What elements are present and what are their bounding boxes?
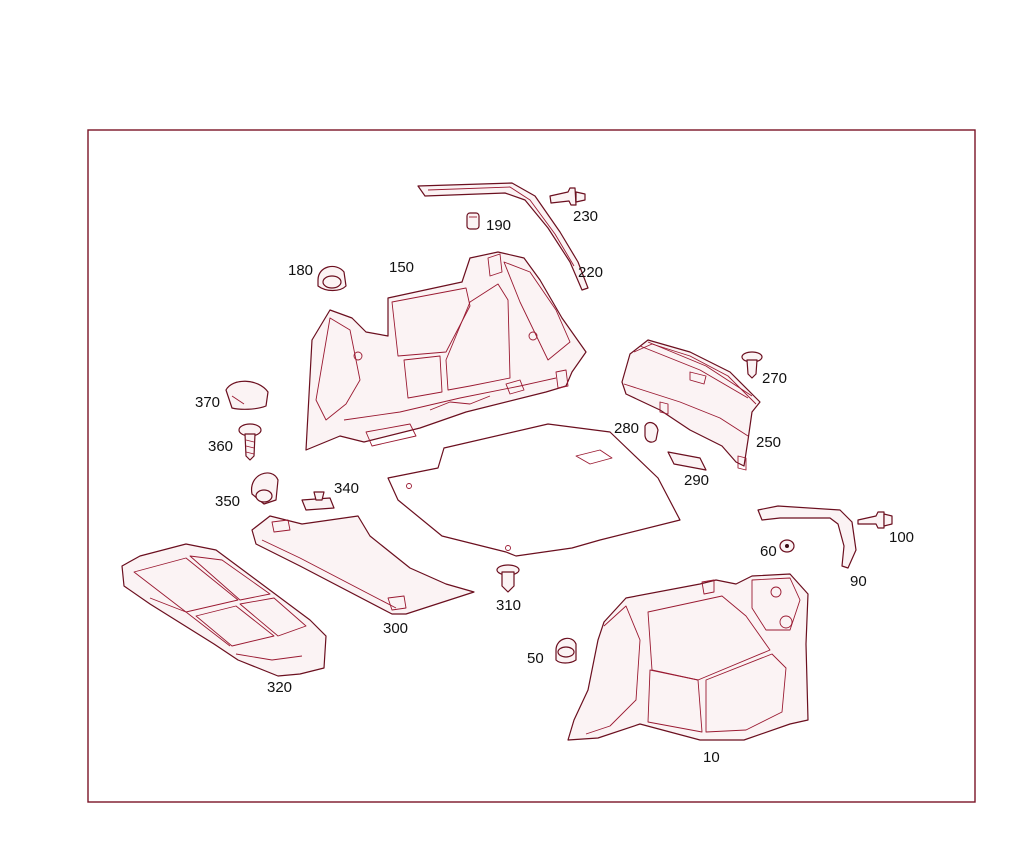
- part-320-storage-tray: [121, 543, 327, 677]
- callout-290: 290: [684, 472, 709, 489]
- diagram-frame: [87, 129, 976, 803]
- callout-60: 60: [760, 543, 777, 560]
- part-10-right-side-trim: [567, 573, 809, 741]
- part-180-rivet: [317, 265, 347, 292]
- callout-300: 300: [383, 620, 408, 637]
- part-370-cover-cap: [225, 380, 269, 410]
- callout-labels: 10 50 60 90 100 150 180 190 220 230 250 …: [195, 208, 914, 766]
- part-60-clip: [779, 539, 795, 553]
- part-360-screw: [238, 423, 262, 461]
- callout-320: 320: [267, 679, 292, 696]
- part-280-clip: [644, 421, 659, 443]
- callout-100: 100: [889, 529, 914, 546]
- callout-190: 190: [486, 217, 511, 234]
- part-340-push-clip: [301, 491, 335, 511]
- callout-270: 270: [762, 370, 787, 387]
- part-150-left-side-trim: [305, 251, 587, 451]
- part-290-pad: [667, 451, 707, 471]
- part-350-tie-down-loop: [251, 472, 279, 505]
- part-270-push-rivet: [741, 351, 763, 379]
- callout-90: 90: [850, 573, 867, 590]
- part-310-push-rivet: [496, 564, 520, 593]
- part-250-rear-trim-cover: [621, 339, 761, 471]
- part-300-threshold-trim: [251, 515, 475, 615]
- callout-370: 370: [195, 394, 220, 411]
- callout-220: 220: [578, 264, 603, 281]
- callout-350: 350: [215, 493, 240, 510]
- callout-250: 250: [756, 434, 781, 451]
- callout-340: 340: [334, 480, 359, 497]
- callout-10: 10: [703, 749, 720, 766]
- callout-280: 280: [614, 420, 639, 437]
- callout-310: 310: [496, 597, 521, 614]
- callout-230: 230: [573, 208, 598, 225]
- part-90-side-strip: [757, 505, 857, 569]
- part-220-trim-strip: [417, 182, 589, 291]
- part-50-rivet: [555, 637, 577, 664]
- part-100-push-pin: [857, 511, 893, 529]
- part-230-push-pin: [549, 187, 586, 206]
- part-floor-mat: [387, 423, 681, 557]
- callout-50: 50: [527, 650, 544, 667]
- callout-360: 360: [208, 438, 233, 455]
- part-190-clip: [466, 212, 480, 230]
- callout-150: 150: [389, 259, 414, 276]
- callout-180: 180: [288, 262, 313, 279]
